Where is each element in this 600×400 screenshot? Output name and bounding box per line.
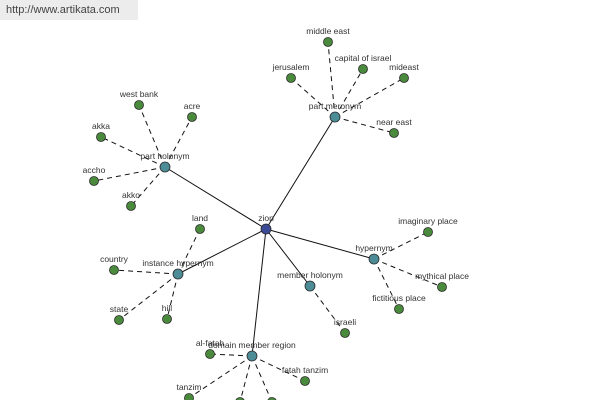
edge-member-holonym-israeli [309,285,346,334]
label-imaginary-place: imaginary place [398,216,458,226]
graph-nodes [89,37,447,400]
edge-hypernym-mythical-place [373,258,443,288]
label-jerusalem: jerusalem [272,62,310,72]
label-al-fatah: al-fatah [196,338,225,348]
edge-part-meronym-near-east [334,116,395,134]
edge-part-holonym-akka [100,136,166,168]
edge-hypernym-fictitious-place [373,258,400,310]
node-acre[interactable] [187,112,197,122]
label-capital-of-israel: capital of israel [335,53,392,63]
label-tanzim: tanzim [176,382,201,392]
label-country: country [100,254,129,264]
edge-part-holonym-accho [93,166,166,182]
node-fatah-tanzim[interactable] [300,376,310,386]
label-accho: accho [83,165,106,175]
edge-domain-member-region-al-fatah [209,353,253,357]
label-fatah-tanzim: fatah tanzim [282,365,328,375]
label-mythical-place: mythical place [415,271,469,281]
node-hill[interactable] [162,314,172,324]
edge-zion-part-meronym [265,116,336,230]
edge-zion-part-holonym [164,166,267,230]
node-middle-east[interactable] [323,37,333,47]
node-instance-hypernym[interactable] [172,268,184,280]
label-hill: hill [162,303,173,313]
edge-instance-hypernym-country [113,269,179,275]
label-near-east: near east [376,117,412,127]
node-akka[interactable] [96,132,106,142]
label-part-meronym: part meronym [309,101,361,111]
node-jerusalem[interactable] [286,73,296,83]
edge-domain-member-region-unlabeled [240,355,253,400]
node-state[interactable] [114,315,124,325]
node-part-holonym[interactable] [159,161,171,173]
node-land[interactable] [195,224,205,234]
label-hypernym: hypernym [355,243,392,253]
graph-edges [93,41,443,400]
label-state: state [110,304,129,314]
node-mideast[interactable] [399,73,409,83]
node-member-holonym[interactable] [304,280,316,292]
node-part-meronym[interactable] [329,111,341,123]
label-instance-hypernym: instance hypernym [142,258,213,268]
label-israeli: israeli [334,317,356,327]
label-land: land [192,213,208,223]
edge-part-meronym-mideast [334,77,405,118]
label-acre: acre [184,101,201,111]
edge-zion-instance-hypernym [177,228,267,275]
edge-zion-domain-member-region [251,228,267,357]
edge-part-meronym-middle-east [327,41,336,118]
node-tanzim[interactable] [184,393,194,400]
label-part-holonym: part holonym [140,151,189,161]
node-israeli[interactable] [340,328,350,338]
label-domain-member-region: domain member region [208,340,296,350]
edge-instance-hypernym-state [118,273,179,321]
site-url[interactable]: http://www.artikata.com [0,0,138,20]
edge-part-holonym-acre [164,116,193,168]
node-unlabeled[interactable] [235,397,245,400]
label-west-bank: west bank [119,89,159,99]
edge-instance-hypernym-hill [166,273,179,320]
label-member-holonym: member holonym [277,270,343,280]
node-near-east[interactable] [389,128,399,138]
node-country[interactable] [109,265,119,275]
node-zion[interactable] [260,223,272,235]
node-west-bank[interactable] [134,100,144,110]
graph-labels: middle east capital of israel jerusalem mid… [83,26,470,392]
node-mythical-place[interactable] [437,282,447,292]
edge-domain-member-region-tanzim [188,355,253,399]
node-fictitious-place[interactable] [394,304,404,314]
node-accho[interactable] [89,176,99,186]
node-domain-member-region[interactable] [246,350,258,362]
node-capital-of-israel[interactable] [358,64,368,74]
node-al-fatah[interactable] [205,349,215,359]
label-middle-east: middle east [306,26,350,36]
edge-zion-member-holonym [265,228,311,287]
label-mideast: mideast [389,62,419,72]
node-hypernym[interactable] [368,253,380,265]
edge-zion-hypernym [265,228,375,260]
label-akko: akko [122,190,140,200]
node-akko[interactable] [126,201,136,211]
node-unlabeled[interactable] [267,397,277,400]
edge-hypernym-imaginary-place [373,231,429,260]
label-akka: akka [92,121,110,131]
edge-domain-member-region-unlabeled [251,355,272,400]
label-zion: zion [258,213,274,223]
edge-domain-member-region-fatah-tanzim [251,355,306,382]
edge-part-meronym-jerusalem [290,77,336,118]
edge-part-holonym-west-bank [138,104,166,168]
edge-part-meronym-capital-of-israel [334,68,364,118]
node-imaginary-place[interactable] [423,227,433,237]
label-fictitious-place: fictitious place [372,293,426,303]
